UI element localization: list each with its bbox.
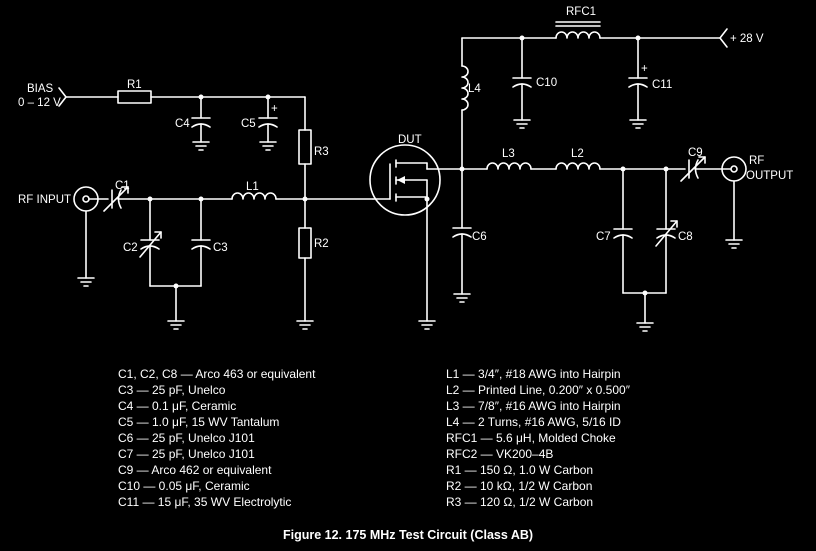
c10-label: C10	[536, 77, 557, 89]
parts-list-item: C7 — 25 pF, Unelco J101	[118, 447, 255, 461]
parts-list-left: C1, C2, C8 — Arco 463 or equivalent C3 —…	[118, 366, 315, 510]
c5-capacitor	[258, 96, 278, 151]
r2-label: R2	[314, 238, 329, 250]
parts-list-item: R3 — 120 Ω, 1/2 W Carbon	[446, 495, 594, 509]
rfc1-label: RFC1	[566, 6, 596, 18]
rf-output-connector	[721, 156, 747, 249]
bias-range-label: 0 – 12 V	[18, 97, 61, 109]
supply-label: + 28 V	[730, 33, 764, 45]
parts-list-item: C9 — Arco 462 or equivalent	[118, 463, 272, 477]
parts-list-item: C6 — 25 pF, Unelco J101	[118, 431, 255, 445]
c8-label: C8	[678, 231, 693, 243]
parts-list-item: RFC1 — 5.6 μH, Molded Choke	[446, 431, 616, 445]
parts-list-item: C3 — 25 pF, Unelco	[118, 383, 226, 397]
c4-label: C4	[175, 118, 190, 130]
c11-label: C11	[652, 79, 672, 91]
c6-capacitor	[452, 168, 472, 303]
parts-list-item: C4 — 0.1 μF, Ceramic	[118, 399, 237, 413]
parts-list-item: C11 — 15 μF, 35 WV Electrolytic	[118, 495, 292, 509]
l2-label: L2	[571, 148, 584, 160]
figure-caption: Figure 12. 175 MHz Test Circuit (Class A…	[282, 528, 534, 542]
c4-capacitor	[191, 96, 211, 151]
parts-list-item: L2 — Printed Line, 0.200″ x 0.500″	[446, 383, 630, 397]
c7-label: C7	[596, 231, 611, 243]
l3-label: L3	[502, 148, 515, 160]
r2-resistor	[298, 227, 312, 259]
c8-capacitor	[655, 168, 678, 294]
c7-capacitor	[613, 168, 633, 294]
l4-inductor	[461, 65, 469, 111]
l4-label: L4	[468, 83, 481, 95]
r1-resistor	[117, 90, 152, 104]
c3-capacitor	[191, 198, 211, 287]
parts-list-item: L4 — 2 Turns, #16 AWG, 5/16 ID	[446, 415, 621, 429]
parts-list-item: C1, C2, C8 — Arco 463 or equivalent	[118, 367, 316, 381]
parts-list-item: RFC2 — VK200–4B	[446, 447, 554, 461]
rfc1-choke	[555, 21, 601, 39]
parts-list-item: L1 — 3/4″, #18 AWG into Hairpin	[446, 367, 621, 381]
rf-input-connector	[73, 186, 99, 287]
parts-list-item: R1 — 150 Ω, 1.0 W Carbon	[446, 463, 594, 477]
dut-transistor	[369, 144, 441, 330]
parts-list-item: L3 — 7/8″, #16 AWG into Hairpin	[446, 399, 621, 413]
c3-label: C3	[213, 242, 228, 254]
l1-label: L1	[246, 181, 259, 193]
r1-label: R1	[127, 79, 142, 91]
c11-capacitor	[628, 37, 648, 129]
rf-output-label-1: RF	[749, 155, 764, 167]
rf-input-label: RF INPUT	[18, 194, 71, 206]
bias-terminal	[58, 87, 119, 107]
parts-list-item: R2 — 10 kΩ, 1/2 W Carbon	[446, 479, 593, 493]
c11-plus-label: +	[641, 63, 648, 75]
supply-terminal	[719, 28, 728, 48]
l1-inductor	[231, 192, 277, 200]
parts-list-right: L1 — 3/4″, #18 AWG into Hairpin L2 — Pri…	[446, 366, 630, 510]
dut-label: DUT	[398, 134, 422, 146]
r3-resistor	[298, 129, 312, 165]
c2-capacitor	[139, 198, 162, 287]
l2-inductor	[555, 162, 601, 170]
l3-inductor	[486, 162, 532, 170]
c10-capacitor	[512, 37, 532, 129]
bias-label: BIAS	[27, 83, 54, 95]
c5-plus-label: +	[271, 103, 278, 115]
c9-label: C9	[688, 147, 703, 159]
c1-label: C1	[115, 180, 130, 192]
c2-label: C2	[123, 242, 138, 254]
rf-output-label-2: OUTPUT	[746, 170, 793, 182]
parts-list-item: C10 — 0.05 μF, Ceramic	[118, 479, 250, 493]
r3-label: R3	[314, 146, 329, 158]
c6-label: C6	[472, 231, 487, 243]
c5-label: C5	[241, 118, 256, 130]
parts-list-item: C5 — 1.0 μF, 15 WV Tantalum	[118, 415, 280, 429]
